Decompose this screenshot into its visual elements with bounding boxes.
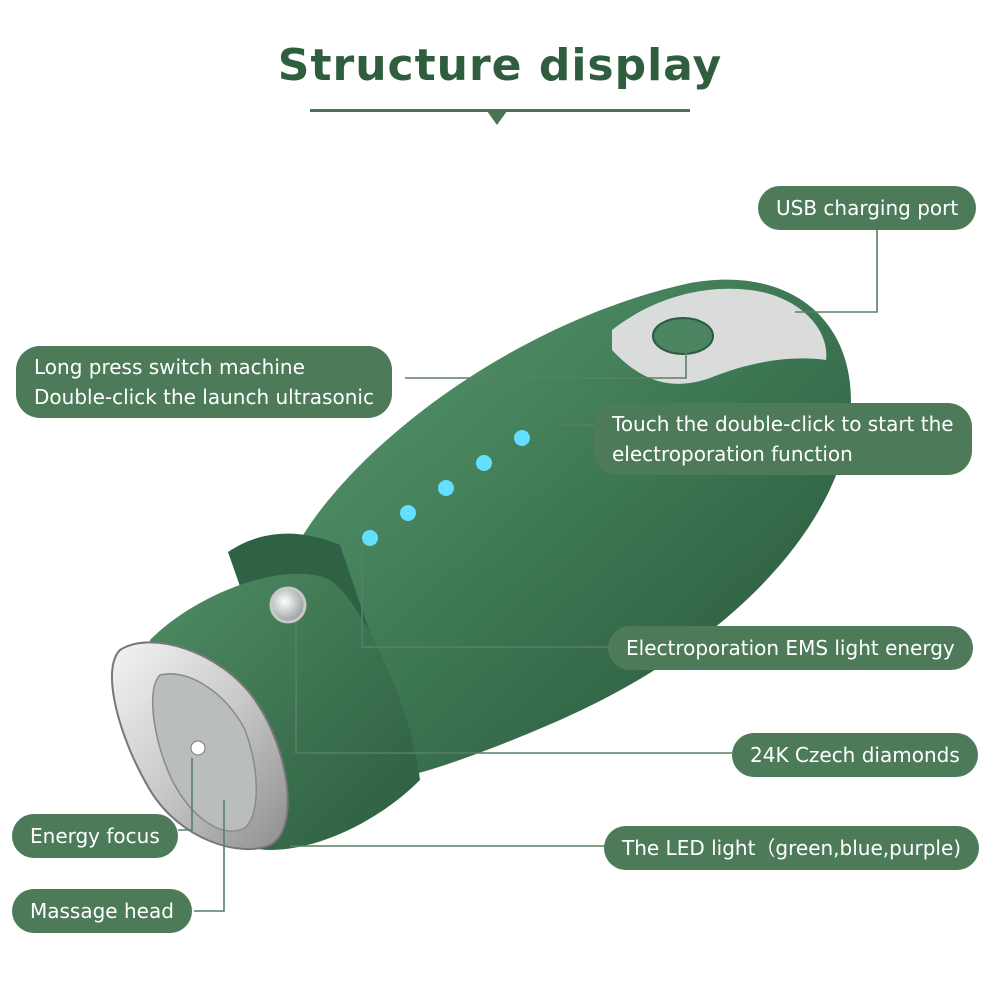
label-usb-text: USB charging port (776, 196, 959, 220)
label-massage-head: Massage head (12, 889, 192, 933)
label-usb-charging-port: USB charging port (758, 186, 977, 230)
label-ems: Electroporation EMS light energy (608, 626, 973, 670)
label-touch-line1: Touch the double-click to start the (612, 412, 954, 436)
title-notch (487, 111, 507, 125)
diamond-gem (269, 586, 307, 624)
power-button (652, 317, 714, 355)
leader-switch (405, 344, 687, 379)
indicator-led (476, 455, 492, 471)
label-energy-focus-text: Energy focus (30, 824, 160, 848)
usb-port-cap (612, 288, 827, 384)
label-led-text: The LED light（green,blue,purple) (622, 836, 962, 860)
label-touch: Touch the double-click to start the elec… (594, 403, 972, 475)
indicator-led (514, 430, 530, 446)
leader-massage (194, 800, 225, 912)
label-switch-line2: Double-click the launch ultrasonic (34, 385, 374, 409)
leader-diamonds (295, 622, 732, 754)
indicator-led (438, 480, 454, 496)
label-diamonds: 24K Czech diamonds (732, 733, 978, 777)
label-switch-line1: Long press switch machine (34, 355, 305, 379)
leader-energy (178, 758, 193, 831)
label-touch-line2: electroporation function (612, 442, 853, 466)
title-underline (310, 109, 690, 112)
massage-plate (151, 673, 257, 832)
label-ems-text: Electroporation EMS light energy (626, 636, 955, 660)
energy-focus-dot (190, 740, 206, 756)
label-led-light: The LED light（green,blue,purple) (604, 826, 980, 870)
leader-usb (795, 225, 878, 313)
indicator-led (362, 530, 378, 546)
indicator-led (400, 505, 416, 521)
label-diamonds-text: 24K Czech diamonds (750, 743, 960, 767)
label-switch: Long press switch machine Double-click t… (16, 346, 392, 418)
label-energy-focus: Energy focus (12, 814, 178, 858)
label-massage-head-text: Massage head (30, 899, 174, 923)
page-title: Structure display (277, 40, 723, 91)
leader-ems (361, 540, 610, 648)
indicator-leds (362, 430, 530, 546)
